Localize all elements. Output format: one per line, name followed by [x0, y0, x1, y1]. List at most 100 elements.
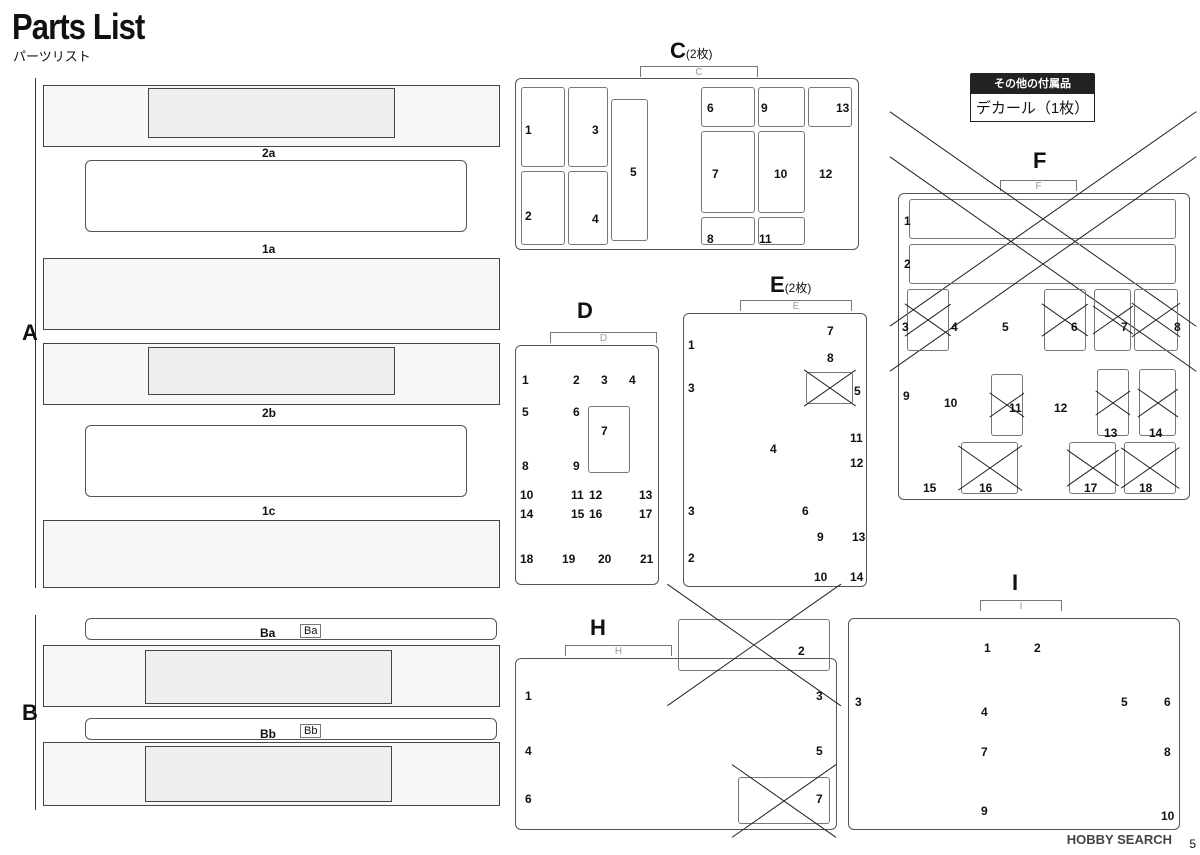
part-ba-label: Ba [260, 626, 276, 640]
sprue-h-part-4: 4 [525, 744, 532, 758]
sprue-c-part-12: 12 [819, 167, 833, 181]
sprue-e-part-3b: 3 [688, 504, 695, 518]
sprue-d-part-12: 12 [589, 488, 603, 502]
sprue-d-part-21: 21 [640, 552, 654, 566]
sprue-c-letter: C [670, 38, 686, 63]
sprue-f-frame: 1 2 3 4 5 6 7 8 9 10 11 12 13 14 15 16 1… [898, 193, 1190, 500]
sprue-i-part-3: 3 [855, 695, 862, 709]
sprue-e-part-2: 2 [688, 551, 695, 565]
sprue-f-part-10: 10 [944, 396, 958, 410]
sprue-f-part-7: 7 [1121, 320, 1128, 334]
sprue-h-tab: H [565, 645, 672, 657]
accessories-box: その他の付属品 デカール（1枚） [970, 73, 1095, 122]
sprue-bb-tab: Bb [300, 724, 322, 738]
sprue-i-part-4: 4 [981, 705, 988, 719]
sprue-i-part-7: 7 [981, 745, 988, 759]
part-1c-label: 1c [262, 504, 276, 518]
sprue-d-part-2: 2 [573, 373, 580, 387]
watermark: HOBBY SEARCH [1066, 832, 1172, 847]
sprue-h-part-1: 1 [525, 689, 532, 703]
sprue-c-cell [758, 131, 805, 213]
part-2b-center [148, 347, 395, 395]
sprue-e-cell-crossed [806, 372, 853, 404]
sprue-e-part-6: 6 [802, 504, 809, 518]
sprue-d-part-17: 17 [639, 507, 653, 521]
sprue-f-part-18: 18 [1139, 481, 1153, 495]
sprue-c-part-8: 8 [707, 232, 714, 246]
sprue-f-cell-crossed [1139, 369, 1176, 436]
sprue-c-cell [568, 87, 608, 167]
page-subtitle: パーツリスト [13, 49, 91, 64]
sprue-bb-runner [85, 718, 497, 740]
sprue-c-cell [568, 171, 608, 245]
sprue-d-part-9: 9 [573, 459, 580, 473]
sprue-h-part-7: 7 [816, 792, 823, 806]
sprue-h-cell-crossed [738, 777, 830, 824]
sprue-c-cell [808, 87, 852, 127]
part-1a-frame [43, 258, 500, 330]
sprue-c-cell [701, 87, 755, 127]
sprue-d-part-13: 13 [639, 488, 653, 502]
sprue-c-frame: 1 2 3 4 5 6 7 8 9 10 11 12 13 [515, 78, 859, 250]
sprue-i-part-10: 10 [1161, 809, 1175, 823]
sprue-i-part-8: 8 [1164, 745, 1171, 759]
sprue-f-part-2: 2 [904, 257, 911, 271]
sprue-d-part-15: 15 [571, 507, 585, 521]
sprue-f-cell-crossed [1044, 289, 1086, 351]
sprue-f-tab: F [1000, 180, 1077, 192]
sprue-c-part-13: 13 [836, 101, 850, 115]
sprue-e-heading: E(2枚) [770, 272, 811, 298]
sprue-f-part-11: 11 [1009, 401, 1022, 415]
sprue-i-part-6: 6 [1164, 695, 1171, 709]
sprue-c-part-11: 11 [759, 232, 772, 246]
sprue-f-cell-crossed [909, 244, 1176, 284]
sprue-i-part-1: 1 [984, 641, 991, 655]
sprue-h-frame: 1 2 3 4 5 6 7 [515, 619, 837, 830]
sprue-f-cell-crossed [1134, 289, 1178, 351]
sprue-ba-tab: Ba [300, 624, 322, 638]
sprue-e-part-12: 12 [850, 456, 864, 470]
sprue-d-part-6: 6 [573, 405, 580, 419]
sprue-f-cell-crossed [991, 374, 1023, 436]
sprue-f-cell-crossed [909, 199, 1176, 239]
part-ba-center [145, 650, 392, 704]
sprue-d-letter: D [577, 298, 593, 323]
sprue-c-part-3: 3 [592, 123, 599, 137]
sprue-f-part-1: 1 [904, 214, 911, 228]
sprue-d-frame: 1 2 3 4 5 6 7 8 9 10 11 12 13 14 15 16 1… [515, 345, 659, 585]
part-2b-label: 2b [262, 406, 277, 420]
group-b-label: B [22, 700, 38, 725]
sprue-c-tab: C [640, 66, 758, 78]
sprue-f-part-15: 15 [923, 481, 937, 495]
sprue-d-part-20: 20 [598, 552, 612, 566]
sprue-d-tab: D [550, 332, 657, 344]
sprue-f-part-6: 6 [1071, 320, 1078, 334]
sprue-c-count: (2枚) [685, 47, 713, 61]
sprue-c-cell [758, 217, 805, 245]
sprue-i-tab: I [980, 600, 1062, 612]
sprue-h-part-6: 6 [525, 792, 532, 806]
part-1c-frame [43, 520, 500, 588]
page-title: Parts List [12, 6, 145, 47]
sprue-d-part-8: 8 [522, 459, 529, 473]
sprue-f-cell-crossed [1094, 289, 1131, 351]
sprue-i-part-9: 9 [981, 804, 988, 818]
sprue-c-part-10: 10 [774, 167, 788, 181]
sprue-e-part-11: 11 [850, 431, 863, 445]
sprue-h-cell-crossed [678, 619, 830, 671]
sprue-c-part-1: 1 [525, 123, 532, 137]
sprue-f-part-4: 4 [951, 320, 958, 334]
sprue-h-part-2: 2 [798, 644, 805, 658]
sprue-e-count: (2枚) [784, 281, 812, 295]
accessories-heading: その他の付属品 [970, 73, 1095, 93]
sprue-e-frame: 1 7 8 3 5 4 11 12 3 6 2 9 13 10 14 [683, 313, 867, 587]
sprue-f-part-13: 13 [1104, 426, 1118, 440]
sprue-e-part-3: 3 [688, 381, 695, 395]
sprue-c-cell [701, 131, 755, 213]
sprue-f-part-8: 8 [1174, 320, 1181, 334]
part-1a-label: 1a [262, 242, 276, 256]
sprue-c-part-2: 2 [525, 209, 532, 223]
part-bb-label: Bb [260, 727, 276, 741]
sprue-c-cell [521, 87, 565, 167]
sprue-f-cell-crossed [1124, 442, 1176, 494]
